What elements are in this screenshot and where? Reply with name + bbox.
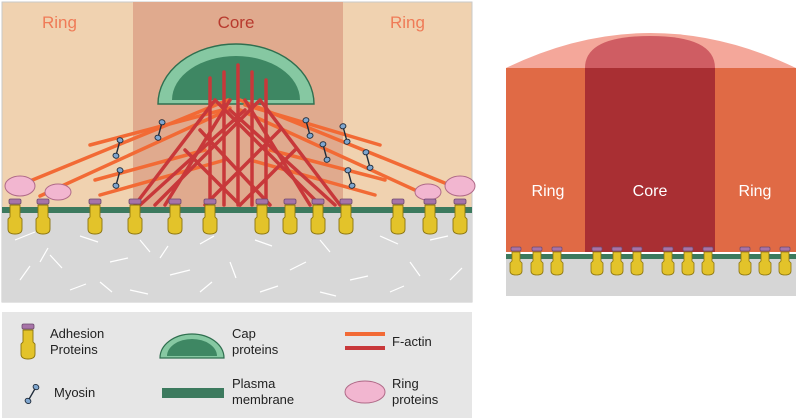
legend-cap-label-2: proteins xyxy=(232,342,279,357)
legend-factin-label: F-actin xyxy=(392,334,432,349)
right-ring-left-label: Ring xyxy=(532,183,565,200)
core-zone xyxy=(585,68,715,252)
legend-background xyxy=(2,312,472,418)
legend-ring-label-1: Ring xyxy=(392,376,419,391)
right-panel: Ring Core Ring xyxy=(506,33,796,296)
legend-membrane-label-2: membrane xyxy=(232,392,294,407)
legend-membrane-label-1: Plasma xyxy=(232,376,276,391)
ring-right-label: Ring xyxy=(390,13,425,32)
legend-adhesion-label-1: Adhesion xyxy=(50,326,104,341)
cap-protein-inner xyxy=(172,56,300,100)
legend-adhesion-icon xyxy=(20,323,36,360)
legend-adhesion-label-2: Proteins xyxy=(50,342,98,357)
legend: Adhesion Proteins Myosin Cap proteins Pl… xyxy=(2,312,472,418)
ring-proteins xyxy=(4,175,476,201)
substrate-fibers xyxy=(14,231,463,297)
legend-cap-icon-inner xyxy=(167,339,217,356)
core-factin xyxy=(133,63,342,207)
legend-ring-label-2: proteins xyxy=(392,392,439,407)
right-plasma-membrane xyxy=(506,254,796,259)
core-label: Core xyxy=(218,13,255,32)
legend-ring-protein-icon xyxy=(344,380,386,404)
legend-membrane-icon xyxy=(162,388,224,398)
legend-myosin-label: Myosin xyxy=(54,385,95,400)
plasma-membrane xyxy=(2,207,472,213)
right-ring-right-label: Ring xyxy=(739,183,772,200)
right-substrate xyxy=(506,258,796,296)
ring-factin xyxy=(6,98,464,198)
legend-cap-label-1: Cap xyxy=(232,326,256,341)
left-panel: Ring Core Ring xyxy=(1,1,476,303)
right-core-label: Core xyxy=(633,183,668,200)
ring-left-label: Ring xyxy=(42,13,77,32)
